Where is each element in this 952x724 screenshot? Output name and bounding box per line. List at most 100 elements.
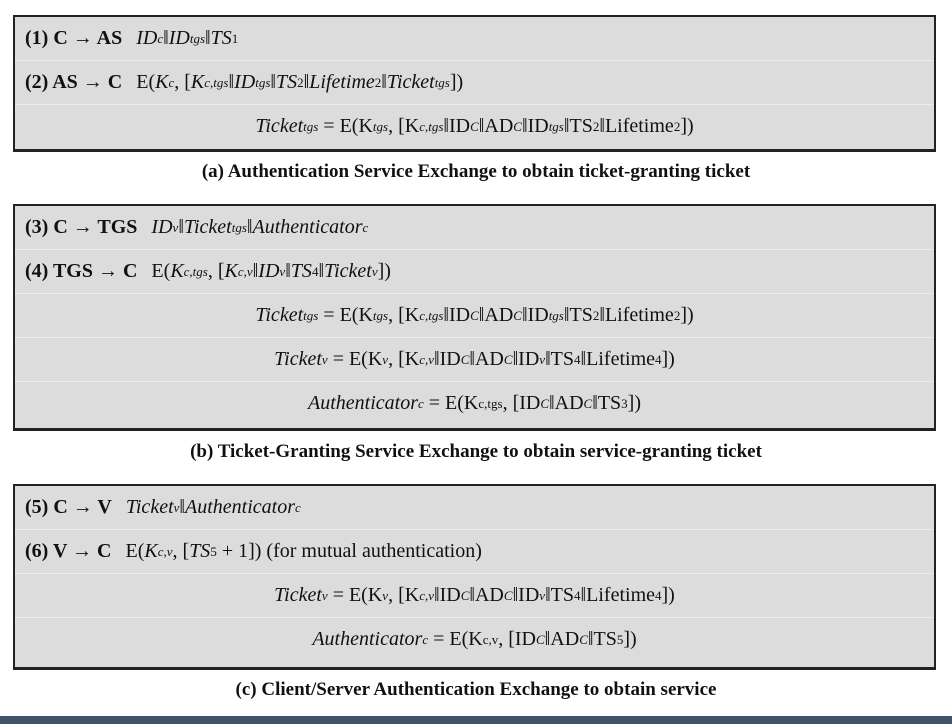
formula-token: ‖Lifetime [580,348,656,370]
formula-token: 2 [592,307,600,323]
formula-token: ID [258,260,280,282]
formula-token: , [ [172,540,190,562]
formula-token: v [539,351,546,367]
formula-token: ‖ID [433,584,461,606]
formula-token: , [K [388,584,420,606]
formula-token: v [382,587,389,603]
formula-token: ‖TS [563,304,593,326]
formula-token: 5 [616,631,624,647]
formula-token: ‖ [303,71,310,93]
formula-token: Lifetime [309,71,375,93]
formula-token: ]) [680,304,694,326]
formula-token: TS [189,540,211,562]
formula-token: ‖TS [545,584,575,606]
formula-token: ]) [680,115,694,137]
formula-token: ‖AD [469,584,504,606]
formula-token: ID [168,27,190,49]
formula-token: K [155,71,169,93]
formula-token: C [579,631,588,647]
formula-token: v [172,219,179,235]
formula-token: , [K [388,348,420,370]
formula-token: = E(K [327,584,383,606]
formula-token: 4 [655,351,662,367]
formula-token: v [321,351,328,367]
formula-token: 2 [673,307,681,323]
step-label: (2) AS → C [25,71,123,93]
formula-token: C [470,307,479,323]
formula-token: Authenticator [252,216,363,238]
formula-token: , [ [174,71,191,93]
formula-token: ‖ [381,71,387,93]
formula-token: Ticket [183,216,232,238]
formula-token: C [583,395,593,411]
formula-token: ‖AD [544,628,580,650]
formula-token: tgs [372,118,389,134]
formula-token: 4 [311,263,319,279]
formula-token: ‖ [246,216,253,238]
formula-token: , [ID [498,628,536,650]
formula-token: ]) [661,584,675,606]
formula-token: ‖ [270,71,276,93]
formula-token: TS [276,71,298,93]
formula-token: ‖Lifetime [599,304,674,326]
formula-token: ID [234,71,256,93]
formula-token: ‖ID [433,348,461,370]
formula-token: ]) [377,260,391,282]
formula-token: ‖TS [563,115,593,137]
formula-token: 4 [655,587,662,603]
formula-token: , [ [207,260,225,282]
formula-token: ‖ [285,260,291,282]
panel-b-caption: (b) Ticket-Granting Service Exchange to … [190,441,762,462]
formula-token: = E(K [423,392,479,414]
formula-token: c [417,395,424,411]
formula-token: ]) [623,628,637,650]
formula-token: c,tgs [204,74,229,90]
formula-token: tgs [189,30,206,46]
formula-token: TS [210,27,232,49]
formula-token: = E(K [327,348,383,370]
formula-token: Authenticator [312,628,423,650]
formula-token: tgs [255,74,271,90]
formula-token: v [371,263,378,279]
formula-token: c,tgs [419,118,444,134]
formula-token: C [503,587,513,603]
formula-token: ‖Lifetime [580,584,656,606]
formula-token: ‖AD [478,115,514,137]
formula-token: Authenticator [185,496,296,518]
formula-token: v [321,587,328,603]
formula-token: 4 [574,587,581,603]
formula-token: v [382,351,389,367]
formula-token: Ticket [255,115,304,137]
formula-token: 5 [210,543,217,559]
formula-token: E( [136,71,156,93]
formula-token: tgs [372,307,389,323]
step-label: (3) C → TGS [25,216,138,238]
formula-token: ‖ID [521,304,549,326]
formula-token: = E(K [428,628,483,650]
formula-token: c [362,219,369,235]
formula-token: C [470,118,479,134]
formula-token: , [ID [502,392,541,414]
formula-token: v [279,263,286,279]
formula-token: Ticket [274,584,322,606]
formula-token: , [K [388,115,420,137]
formula-token: ‖ [228,71,235,93]
formula-token: 3 [621,395,628,411]
formula-token: c,v [237,263,253,279]
formula-token: c,v [157,543,173,559]
formula-token: ‖ID [521,115,549,137]
formula-token: , [K [388,304,420,326]
formula-token: 4 [574,351,581,367]
formula-token: K [170,260,184,282]
